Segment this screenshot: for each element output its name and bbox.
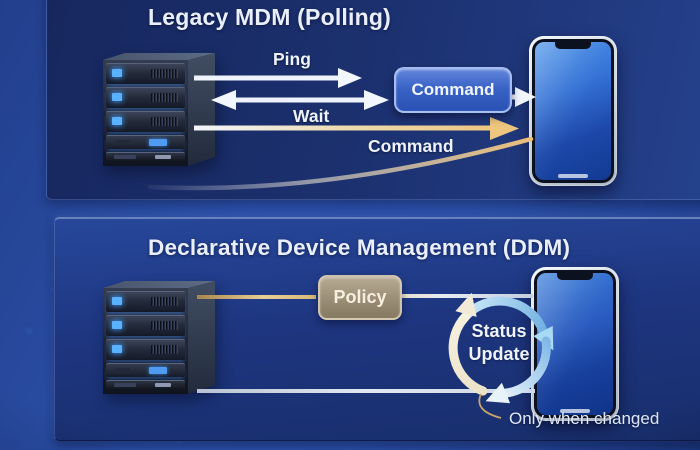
server-unit-display <box>106 363 185 377</box>
server-unit <box>106 63 185 84</box>
phone-home-indicator <box>560 409 590 413</box>
status-update-line1: Status <box>471 321 527 341</box>
server-front-face <box>103 60 188 166</box>
server-unit <box>106 291 185 312</box>
server-unit-drive <box>106 380 185 389</box>
server-unit <box>106 87 185 108</box>
server-top-face <box>103 281 215 288</box>
server-front-face <box>103 288 188 394</box>
phone-notch <box>555 42 591 49</box>
server-top-face <box>103 53 215 60</box>
policy-box: Policy <box>318 275 402 320</box>
command-box-label: Command <box>411 80 495 99</box>
command-box: Command <box>394 67 512 113</box>
ddm-title: Declarative Device Management (DDM) <box>148 235 571 260</box>
legacy-smartphone-icon <box>529 36 617 186</box>
legacy-title: Legacy MDM (Polling) <box>148 4 391 30</box>
phone-notch <box>557 273 593 280</box>
server-unit-drive <box>106 152 185 161</box>
legacy-server-icon <box>103 53 215 168</box>
ddm-server-icon <box>103 281 215 396</box>
phone-screen <box>535 42 611 180</box>
status-update-line2: Update <box>468 344 530 364</box>
command-response-label: Command <box>368 136 454 156</box>
server-unit <box>106 111 185 132</box>
server-unit <box>106 315 185 336</box>
phone-home-indicator <box>558 174 588 178</box>
server-side-face <box>188 53 215 166</box>
server-unit-display <box>106 135 185 149</box>
only-when-changed-label: Only when changed <box>509 409 660 428</box>
policy-box-label: Policy <box>333 287 387 307</box>
phone-screen <box>537 273 613 415</box>
server-side-face <box>188 281 215 394</box>
ping-label: Ping <box>273 49 311 69</box>
wait-label: Wait <box>293 106 330 126</box>
status-update-label: Status Update <box>451 320 547 366</box>
server-unit <box>106 339 185 360</box>
sparkle-dots <box>0 0 2 2</box>
